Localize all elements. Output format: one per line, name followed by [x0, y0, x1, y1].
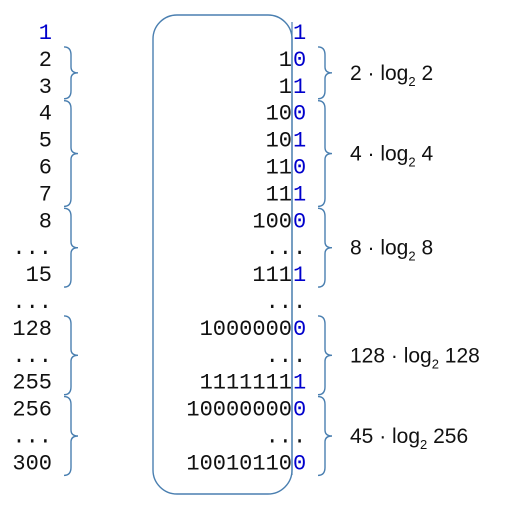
- binary-last-digit: .: [293, 344, 306, 369]
- log-base-subscript: 2: [432, 356, 439, 371]
- decimal-number: 2: [39, 48, 52, 73]
- binary-prefix: 10010110: [186, 451, 292, 476]
- binary-last-digit: 0: [293, 209, 306, 234]
- annotation-coefficient: 128 · log: [350, 344, 432, 367]
- binary-prefix: 1111111: [200, 371, 292, 396]
- complexity-annotation: 2 · log2 2: [350, 62, 433, 89]
- binary-last-digit: .: [293, 236, 306, 261]
- binary-prefix: 11: [266, 156, 292, 181]
- binary-last-digit: 0: [293, 156, 306, 181]
- binary-last-digit: .: [293, 290, 306, 315]
- binary-last-digit: 1: [293, 263, 306, 288]
- complexity-annotation: 128 · log2 128: [350, 344, 480, 371]
- decimal-number: 6: [39, 156, 52, 181]
- left-brace-group: [63, 46, 79, 477]
- decimal-number: ...: [12, 236, 52, 261]
- decimal-number: 4: [39, 102, 52, 127]
- left-group-brace: [63, 207, 79, 288]
- log-argument: 4: [416, 143, 434, 166]
- decimal-number: 5: [39, 129, 52, 154]
- decimal-number: 300: [12, 451, 52, 476]
- binary-last-digit: 0: [293, 48, 306, 73]
- log-base-subscript: 2: [420, 437, 427, 452]
- right-brace-group: [317, 46, 333, 477]
- binary-last-digit: 1: [293, 75, 306, 100]
- binary-last-digit: 0: [293, 398, 306, 423]
- decimal-number: 7: [39, 182, 52, 207]
- log-argument: 2: [416, 62, 434, 85]
- binary-prefix: ..: [266, 290, 292, 315]
- log-base-subscript: 2: [408, 249, 415, 264]
- binary-last-digit: 0: [293, 317, 306, 342]
- binary-last-digit: 1: [293, 371, 306, 396]
- annotation-coefficient: 45 · log: [350, 425, 420, 448]
- binary-last-digit: 1: [293, 182, 306, 207]
- decimal-number: ...: [12, 290, 52, 315]
- left-group-brace: [63, 46, 79, 100]
- decimal-number: ...: [12, 425, 52, 450]
- right-group-brace: [317, 46, 333, 100]
- right-group-brace: [317, 207, 333, 288]
- log-argument: 256: [427, 425, 468, 448]
- complexity-annotation: 8 · log2 8: [350, 237, 433, 264]
- left-group-brace: [63, 395, 79, 477]
- log-argument: 128: [439, 344, 480, 367]
- decimal-number: 3: [39, 75, 52, 100]
- annotation-coefficient: 4 · log: [350, 143, 408, 166]
- complexity-annotation: 4 · log2 4: [350, 143, 433, 170]
- decimal-number: 1: [39, 21, 52, 46]
- annotation-coefficient: 2 · log: [350, 62, 408, 85]
- log-argument: 8: [416, 237, 434, 260]
- complexity-annotation: 45 · log2 256: [350, 425, 468, 452]
- binary-prefix: 11: [266, 182, 292, 207]
- right-group-brace: [317, 395, 333, 477]
- binary-prefix: ..: [266, 236, 292, 261]
- right-group-brace: [317, 315, 333, 396]
- left-group-brace: [63, 315, 79, 396]
- right-group-brace: [317, 100, 333, 208]
- log-base-subscript: 2: [408, 155, 415, 170]
- binary-last-digit: 0: [293, 451, 306, 476]
- binary-prefix: 10: [266, 129, 292, 154]
- binary-prefix: 1: [279, 75, 292, 100]
- binary-last-digit: 1: [293, 21, 306, 46]
- binary-last-digit: 1: [293, 129, 306, 154]
- binary-prefix: 1000000: [200, 317, 292, 342]
- binary-prefix: 10: [266, 102, 292, 127]
- decimal-number: 128: [12, 317, 52, 342]
- binary-prefix: 100: [252, 209, 292, 234]
- annotation-coefficient: 8 · log: [350, 237, 408, 260]
- decimal-number: 255: [12, 371, 52, 396]
- binary-prefix: ..: [266, 344, 292, 369]
- log-base-subscript: 2: [408, 74, 415, 89]
- decimal-number: 256: [12, 398, 52, 423]
- binary-last-digit: .: [293, 425, 306, 450]
- binary-prefix: ..: [266, 425, 292, 450]
- binary-prefix: 111: [252, 263, 292, 288]
- binary-prefix: 10000000: [186, 398, 292, 423]
- binary-last-digit: 0: [293, 102, 306, 127]
- decimal-number: 15: [26, 263, 52, 288]
- decimal-number: ...: [12, 344, 52, 369]
- binary-prefix: 1: [279, 48, 292, 73]
- decimal-number: 8: [39, 209, 52, 234]
- left-group-brace: [63, 100, 79, 208]
